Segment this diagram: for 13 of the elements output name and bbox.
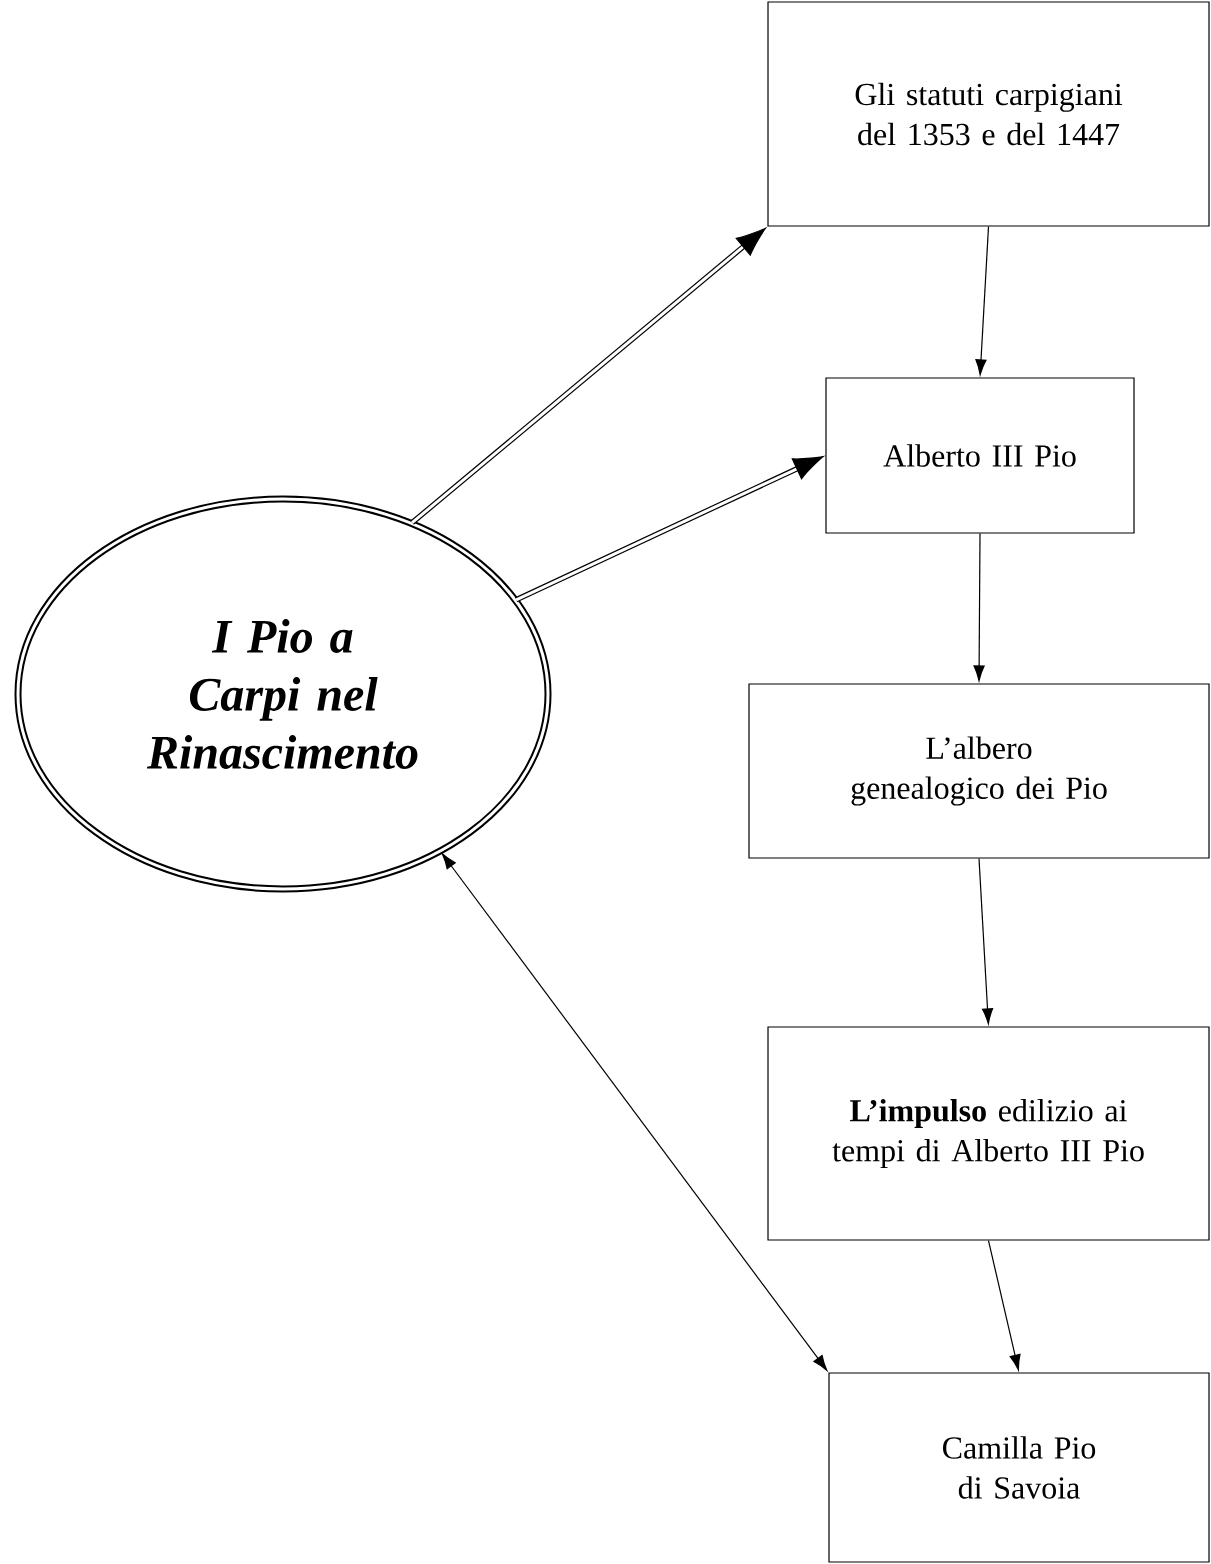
arrow (975, 226, 990, 376)
arrow (410, 227, 767, 525)
arrow (987, 1240, 1021, 1371)
text-box: L’impulso edilizio ai tempi di Alberto III Pio (767, 1026, 1210, 1241)
arrow (973, 533, 985, 682)
ellipse-node: I Pio a Carpi nel Rinascimento (14, 495, 552, 893)
arrow (978, 858, 994, 1025)
text-box: Camilla Pio di Savoia (828, 1372, 1210, 1563)
text-box: L’albero genealogico dei Pio (748, 683, 1210, 859)
arrow (441, 853, 828, 1371)
text-box: Gli statuti carpigiani del 1353 e del 1447 (767, 1, 1210, 227)
arrow (515, 455, 824, 603)
text-box: Alberto III Pio (825, 377, 1135, 534)
